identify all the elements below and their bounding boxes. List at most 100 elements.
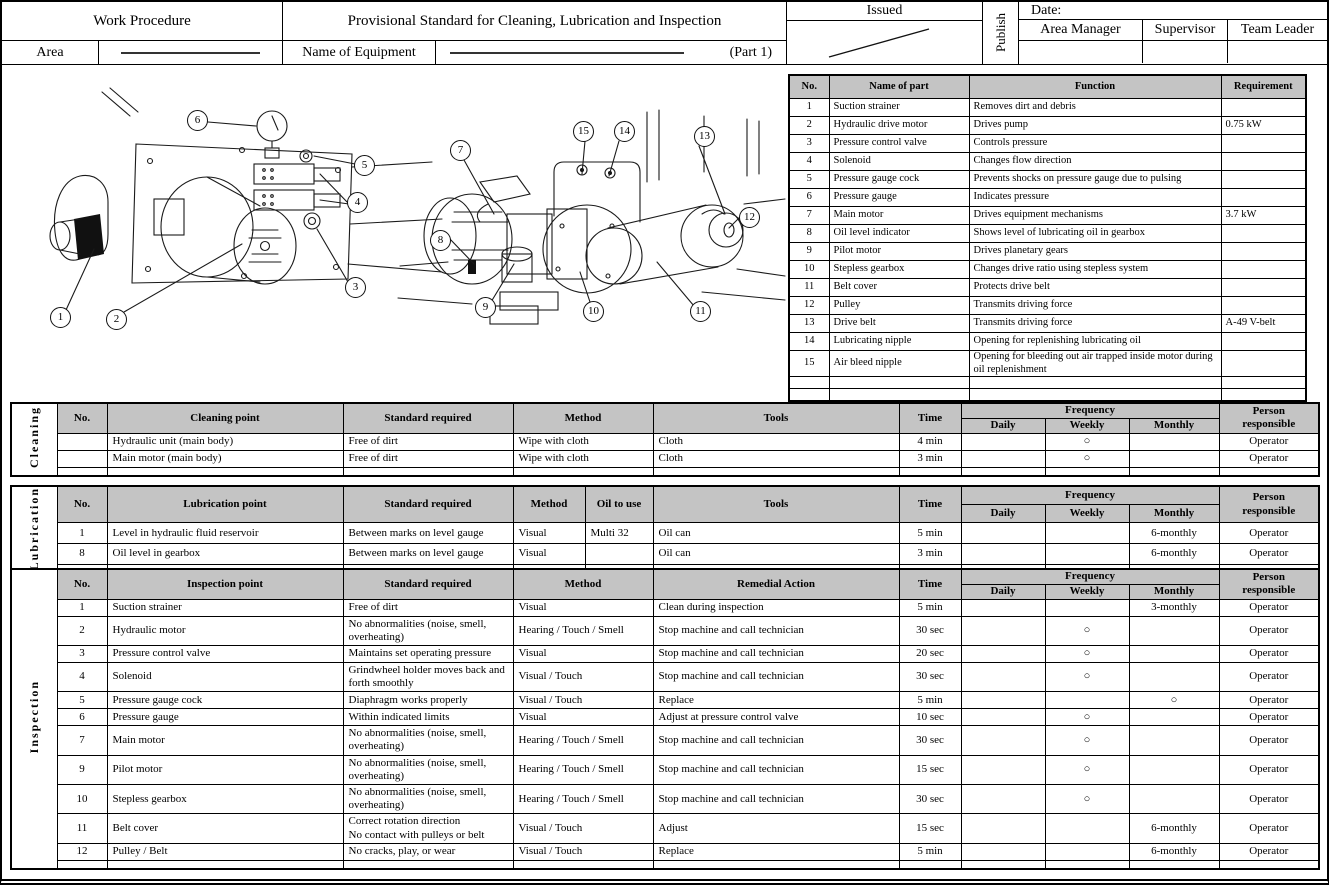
cell-no: 10 <box>56 783 108 815</box>
col-person-responsible: Person responsible <box>1218 568 1320 600</box>
cell-function <box>968 376 1222 390</box>
cell-remedial: Stop machine and call technician <box>652 615 900 646</box>
cell-no: 5 <box>788 170 830 189</box>
cell-time: 5 min <box>898 522 962 545</box>
col-daily: Daily <box>960 503 1046 524</box>
cell-function: Drives pump <box>968 116 1222 135</box>
cell-no: 9 <box>788 242 830 261</box>
cell-method: Visual <box>512 708 654 727</box>
cell-weekly <box>1044 813 1130 844</box>
cell-weekly <box>1044 691 1130 710</box>
cell-point: Pressure control valve <box>106 644 344 663</box>
cell-monthly: 6-monthly <box>1128 813 1220 844</box>
cell-standard: No abnormalities (noise, smell, overheat… <box>342 783 514 815</box>
equipment-figures <box>2 64 786 402</box>
cell-person: Operator <box>1218 661 1320 693</box>
cleaning-label: Cleaning <box>27 406 42 469</box>
col-oil-to-use: Oil to use <box>584 485 654 524</box>
cell-remedial: Stop machine and call technician <box>652 754 900 786</box>
cell-time: 30 sec <box>898 615 962 646</box>
cell-daily <box>960 661 1046 693</box>
cell-time: 5 min <box>898 842 962 861</box>
cell-monthly <box>1128 432 1220 451</box>
table-row <box>788 388 1307 402</box>
lubrication-table: Lubrication No. Lubrication point Standa… <box>10 485 1321 577</box>
cell-daily <box>960 859 1046 870</box>
cell-daily <box>960 725 1046 756</box>
cell-daily <box>960 754 1046 786</box>
cell-no: 13 <box>788 314 830 333</box>
cell-name: Pilot motor <box>828 242 970 261</box>
cell-standard: No cracks, play, or wear <box>342 842 514 861</box>
col-inspection-point: Inspection point <box>106 568 344 600</box>
cell-point: Hydraulic motor <box>106 615 344 646</box>
cell-person: Operator <box>1218 813 1320 844</box>
fig2-callout-15: 15 <box>573 121 594 142</box>
cell-monthly <box>1128 661 1220 693</box>
col-function: Function <box>968 74 1222 99</box>
cell-no: 4 <box>56 661 108 693</box>
parts-header-row: No. Name of part Function Requirement <box>788 74 1307 99</box>
col-no: No. <box>56 402 108 434</box>
col-standard-required: Standard required <box>342 568 514 600</box>
cell-requirement <box>1220 296 1307 315</box>
cell-daily <box>960 813 1046 844</box>
cell-requirement: 0.75 kW <box>1220 116 1307 135</box>
cell-no <box>56 859 108 870</box>
issued-slash <box>828 28 930 58</box>
cell-function <box>968 388 1222 402</box>
issued-block: Issued <box>787 2 983 64</box>
header: Work Procedure Area Provisional Standard… <box>2 2 1327 65</box>
cell-function: Drives equipment mechanisms <box>968 206 1222 225</box>
cell-daily <box>960 691 1046 710</box>
col-tools: Tools <box>652 402 900 434</box>
cell-oil: Multi 32 <box>584 522 654 545</box>
cell-function: Opening for bleeding out air trapped ins… <box>968 349 1222 378</box>
cell-point: Solenoid <box>106 661 344 693</box>
cell-monthly: 6-monthly <box>1128 522 1220 545</box>
cell-name: Hydraulic drive motor <box>828 116 970 135</box>
cell-name: Stepless gearbox <box>828 260 970 279</box>
col-method: Method <box>512 485 586 524</box>
cell-function: Changes drive ratio using stepless syste… <box>968 260 1222 279</box>
cell-remedial: Stop machine and call technician <box>652 725 900 756</box>
cell-requirement <box>1220 188 1307 207</box>
cell-name: Lubricating nipple <box>828 332 970 351</box>
col-time: Time <box>898 568 962 600</box>
cell-standard <box>342 859 514 870</box>
work-procedure-title: Work Procedure <box>2 2 282 41</box>
cell-method: Visual / Touch <box>512 691 654 710</box>
col-frequency: Frequency <box>960 485 1220 505</box>
cell-weekly: ○ <box>1044 432 1130 451</box>
cell-monthly: ○ <box>1128 691 1220 710</box>
cell-time: 3 min <box>898 543 962 565</box>
cell-no <box>56 466 108 477</box>
cell-person: Operator <box>1218 543 1320 565</box>
cell-remedial: Stop machine and call technician <box>652 644 900 663</box>
issued-label: Issued <box>787 2 982 21</box>
area-row: Area <box>2 41 282 64</box>
cell-name <box>828 376 970 390</box>
cell-requirement: 3.7 kW <box>1220 206 1307 225</box>
equipment-value-line: (Part 1) <box>436 41 786 64</box>
cell-no: 11 <box>788 278 830 297</box>
table-row <box>11 466 1320 477</box>
col-time: Time <box>898 485 962 524</box>
cell-weekly <box>1044 842 1130 861</box>
cell-no: 1 <box>788 98 830 117</box>
col-person-responsible: Person responsible <box>1218 402 1320 434</box>
signoff-col-team-leader: Team Leader <box>1240 22 1315 37</box>
col-weekly: Weekly <box>1044 583 1130 600</box>
fig2-callout-9: 9 <box>475 297 496 318</box>
cell-time: 30 sec <box>898 661 962 693</box>
col-method: Method <box>512 402 654 434</box>
col-requirement: Requirement <box>1220 74 1307 99</box>
cell-requirement <box>1220 170 1307 189</box>
